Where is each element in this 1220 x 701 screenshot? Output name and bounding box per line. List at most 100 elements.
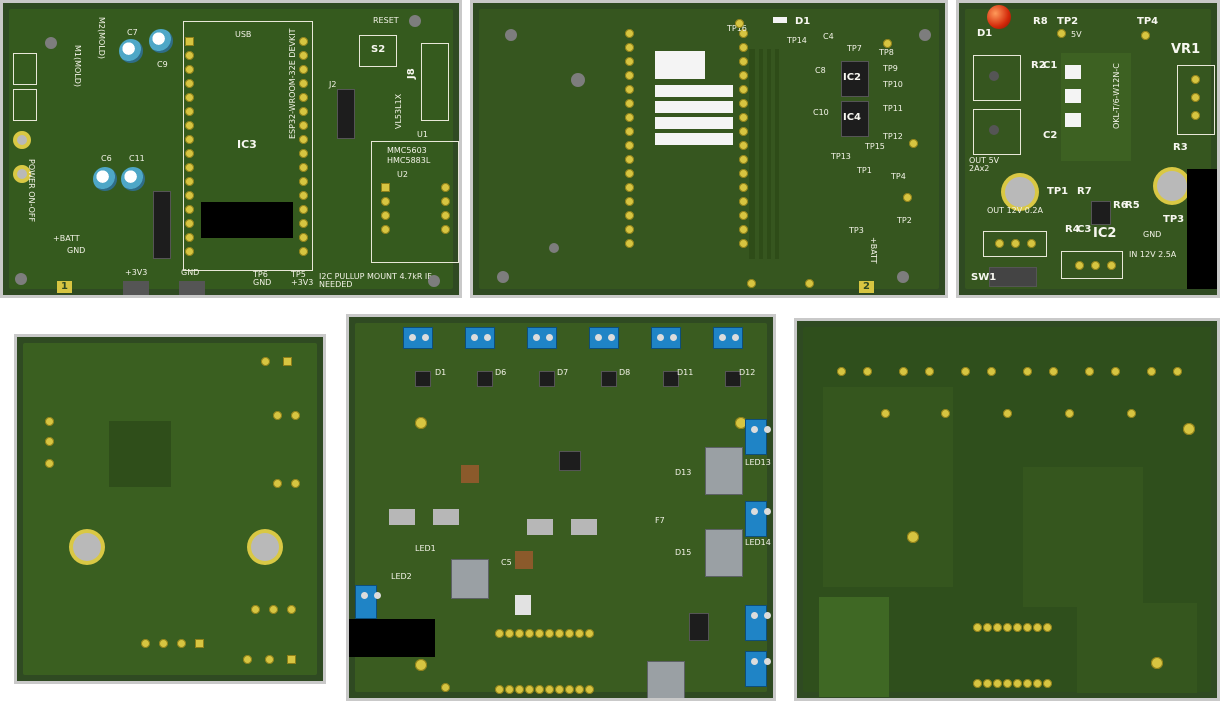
through-hole-pad — [141, 639, 150, 648]
test-point — [883, 39, 892, 48]
vl53-label: VL53L1X — [394, 93, 403, 129]
header-pin — [1033, 679, 1042, 688]
power-label: POWER ON-OFF — [27, 159, 36, 223]
trace-bundle — [749, 49, 755, 259]
mounting-hole — [15, 273, 27, 285]
through-hole-pad — [837, 367, 846, 376]
test-point — [1057, 29, 1066, 38]
j8-connector — [421, 43, 449, 121]
through-hole-pad — [625, 141, 634, 150]
esp32-module-outline — [183, 21, 313, 271]
okl-label: OKL-T/6-W12N-C — [1112, 63, 1121, 129]
vr1-connector — [1177, 65, 1215, 135]
through-hole-pad — [739, 113, 748, 122]
header-pin — [299, 233, 308, 242]
tp16-label: TP16 — [727, 24, 747, 33]
batt-label: +BATT — [869, 237, 878, 264]
through-hole-pad — [283, 357, 292, 366]
silk-marking — [655, 51, 705, 79]
through-hole-pad — [261, 357, 270, 366]
through-hole-pad — [159, 639, 168, 648]
d6-label: D6 — [495, 368, 507, 377]
c1-label: C1 — [1043, 60, 1058, 71]
mmc1-label: MMC5603 — [387, 146, 427, 155]
ic3-label: IC3 — [237, 138, 257, 151]
through-hole-pad — [739, 169, 748, 178]
out5-label: OUT 5V 2Ax2 — [969, 156, 1000, 173]
through-hole-pad — [739, 43, 748, 52]
screw-terminal — [713, 327, 743, 349]
header-pin — [1013, 679, 1022, 688]
gnd1-label: GND — [67, 246, 86, 255]
test-point — [735, 19, 744, 28]
through-hole-pad — [1151, 657, 1163, 669]
through-hole-pad — [273, 411, 282, 420]
pin-header — [337, 89, 355, 139]
redacted-block — [1187, 169, 1217, 289]
screw-terminal — [651, 327, 681, 349]
through-hole-pad — [941, 409, 950, 418]
out12-pin — [1011, 239, 1020, 248]
header-pin — [185, 219, 194, 228]
out12-pin — [1027, 239, 1036, 248]
sensor-pin — [441, 197, 450, 206]
pcb-board-2: IC2 IC4 D1 TP16 TP14 TP7 TP8 TP9 TP10 TP… — [479, 9, 939, 293]
through-hole-pad — [739, 127, 748, 136]
tp6-label: TP6 GND — [253, 270, 272, 287]
esp-label: ESP32-WROOM-32E DEVKIT — [288, 28, 297, 139]
header-pin — [575, 629, 584, 638]
c3-label: C3 — [1077, 224, 1092, 235]
d1-label: D1 — [795, 16, 811, 27]
header-pin — [299, 205, 308, 214]
through-hole-pad — [739, 57, 748, 66]
v33-header — [123, 281, 149, 295]
mounting-hole — [497, 271, 509, 283]
silk-marking — [655, 133, 733, 145]
tp12-label: TP12 — [883, 132, 903, 141]
through-hole-pad — [625, 169, 634, 178]
motor-connector — [13, 89, 37, 121]
mounting-hole — [505, 29, 517, 41]
u1-outline — [371, 141, 459, 263]
mounting-hole — [571, 73, 585, 87]
header-pin — [525, 685, 534, 694]
regulator-heatsink — [647, 661, 685, 698]
tp10-label: TP10 — [883, 80, 903, 89]
smd-block — [571, 519, 597, 535]
r2-label: R2 — [1031, 60, 1046, 71]
vr1-label: VR1 — [1171, 42, 1201, 57]
header-pin — [505, 629, 514, 638]
inductor — [461, 465, 479, 483]
header-pin — [983, 679, 992, 688]
motor-connector — [13, 53, 37, 85]
c7-label: C7 — [127, 28, 138, 37]
board-number: 2 — [859, 281, 874, 293]
header-pin — [555, 685, 564, 694]
header-pin — [983, 623, 992, 632]
tp13-label: TP13 — [831, 152, 851, 161]
header-pin — [185, 107, 194, 116]
redacted-block — [349, 619, 435, 657]
silk-marking — [655, 101, 733, 113]
header-pin — [299, 51, 308, 60]
pcb-panel-1: USB IC3 ESP32-WROOM-32E DEVKIT — [0, 0, 462, 298]
sensor-pin — [441, 183, 450, 192]
tp2-label: TP2 — [1057, 16, 1079, 27]
through-hole-pad — [739, 155, 748, 164]
through-hole-pad — [1003, 409, 1012, 418]
led-d1 — [773, 17, 787, 23]
header-pin — [299, 191, 308, 200]
through-hole-pad — [739, 211, 748, 220]
header-pin — [299, 163, 308, 172]
header-pin — [299, 121, 308, 130]
pcb-board-6 — [803, 327, 1211, 697]
pcb-panel-3: D1 R8 TP2 5V TP4 VR1 OUT 5V 2Ax2 R2 C1 C… — [956, 0, 1220, 298]
inductor-pad — [1065, 65, 1081, 79]
tp1-label: TP1 — [857, 166, 872, 175]
through-hole-pad — [625, 29, 634, 38]
through-hole-pad — [625, 127, 634, 136]
through-hole-pad — [177, 639, 186, 648]
m1-label: M1(MOLD) — [73, 45, 82, 88]
screw-terminal — [355, 585, 377, 619]
through-hole-pad — [1111, 367, 1120, 376]
